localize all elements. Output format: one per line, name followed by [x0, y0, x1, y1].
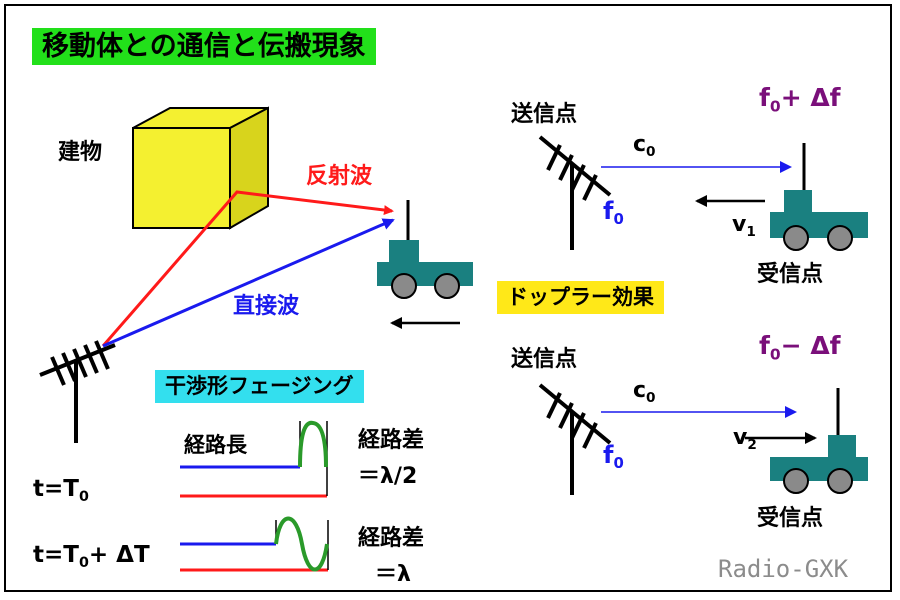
direct-wave-path — [102, 218, 395, 348]
fading-diagram-half — [180, 420, 328, 498]
doppler-title: ドップラー効果 — [497, 281, 664, 314]
path-diff-label-2: 経路差 — [358, 526, 425, 551]
mobile-car-top — [770, 143, 868, 251]
f0-label-bottom: f0 — [603, 441, 624, 473]
page-title: 移動体との通信と伝搬現象 — [32, 28, 376, 65]
building-label: 建物 — [58, 140, 103, 165]
v1-label: v1 — [732, 212, 756, 240]
building-box — [132, 106, 269, 230]
mobile-car-bottom — [770, 388, 868, 494]
watermark: Radio-GXK — [718, 555, 849, 583]
fading-diagram-full — [180, 516, 329, 572]
tx-label-top: 送信点 — [511, 102, 578, 127]
c0-label-bottom: c0 — [633, 378, 656, 406]
f0-label-top: f0 — [603, 197, 624, 229]
tx-label-bottom: 送信点 — [511, 347, 578, 372]
rx-label-bottom: 受信点 — [757, 506, 824, 531]
time-label-t0-plus-dt: t=T0+ ΔT — [33, 542, 150, 571]
path-diff-label-1: 経路差 — [358, 428, 425, 453]
rx-label-top: 受信点 — [757, 262, 824, 287]
path-length-label: 経路長 — [184, 433, 247, 457]
fading-title: 干渉形フェージング — [155, 370, 364, 403]
transmit-antenna-left — [39, 340, 116, 443]
reflected-wave-path — [101, 190, 394, 347]
transmit-antenna-top — [538, 135, 612, 250]
path-diff-value-1: ＝λ/2 — [358, 464, 418, 489]
mobile-car-left — [377, 200, 473, 299]
time-label-t0: t=T0 — [33, 476, 89, 505]
c0-label-top: c0 — [633, 132, 656, 160]
direct-wave-label: 直接波 — [233, 294, 300, 319]
f0-plus-delta-label: f0+ Δf — [759, 83, 841, 116]
reflected-wave-label: 反射波 — [306, 164, 373, 189]
v2-label: v2 — [733, 425, 757, 453]
transmit-antenna-bottom — [538, 383, 612, 495]
f0-minus-delta-label: f0− Δf — [759, 331, 841, 364]
path-diff-value-2: ＝λ — [375, 562, 411, 587]
